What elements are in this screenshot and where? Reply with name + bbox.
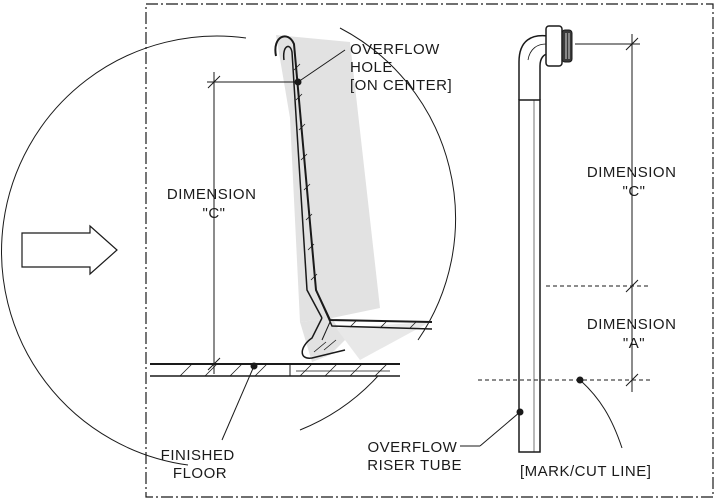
- cut-line-label: [MARK/CUT LINE]: [520, 463, 651, 480]
- diagram-frame: [145, 3, 714, 498]
- riser-tube-detail: DIMENSION "C" DIMENSION "A" OVERFLOW RIS…: [367, 25, 681, 480]
- dimension-lines-right: [546, 34, 650, 392]
- riser-tube: [518, 99, 541, 453]
- tub-shade: [276, 35, 380, 322]
- finished-floor-leader: [221, 362, 258, 441]
- tub-wall: [274, 35, 433, 330]
- riser-tube-label: OVERFLOW RISER TUBE: [367, 439, 462, 474]
- right-arrow-outline-icon: [21, 224, 118, 276]
- dimension-c-label-right: DIMENSION "C": [587, 164, 681, 200]
- mark-cut-line: [478, 376, 650, 449]
- detail-circle-arc: [1, 35, 247, 466]
- tub-skirt: [301, 317, 346, 359]
- finished-floor-label: FINISHED FLOOR: [161, 447, 240, 482]
- zoomed-detail: OVERFLOW HOLE [ON CENTER] DIMENSION "C" …: [1, 27, 457, 482]
- dimension-c-left: [207, 72, 300, 374]
- riser-tube-leader: [460, 408, 524, 447]
- detail-circle-arc: [339, 27, 457, 341]
- finished-floor-slab: [150, 363, 400, 377]
- dimension-c-label-left: DIMENSION "C": [167, 186, 261, 222]
- dimension-a-label: DIMENSION "A": [587, 316, 681, 352]
- overflow-hole-leader: [294, 49, 346, 86]
- overflow-hole-label: OVERFLOW HOLE [ON CENTER]: [350, 41, 452, 94]
- overflow-cap: [518, 25, 573, 100]
